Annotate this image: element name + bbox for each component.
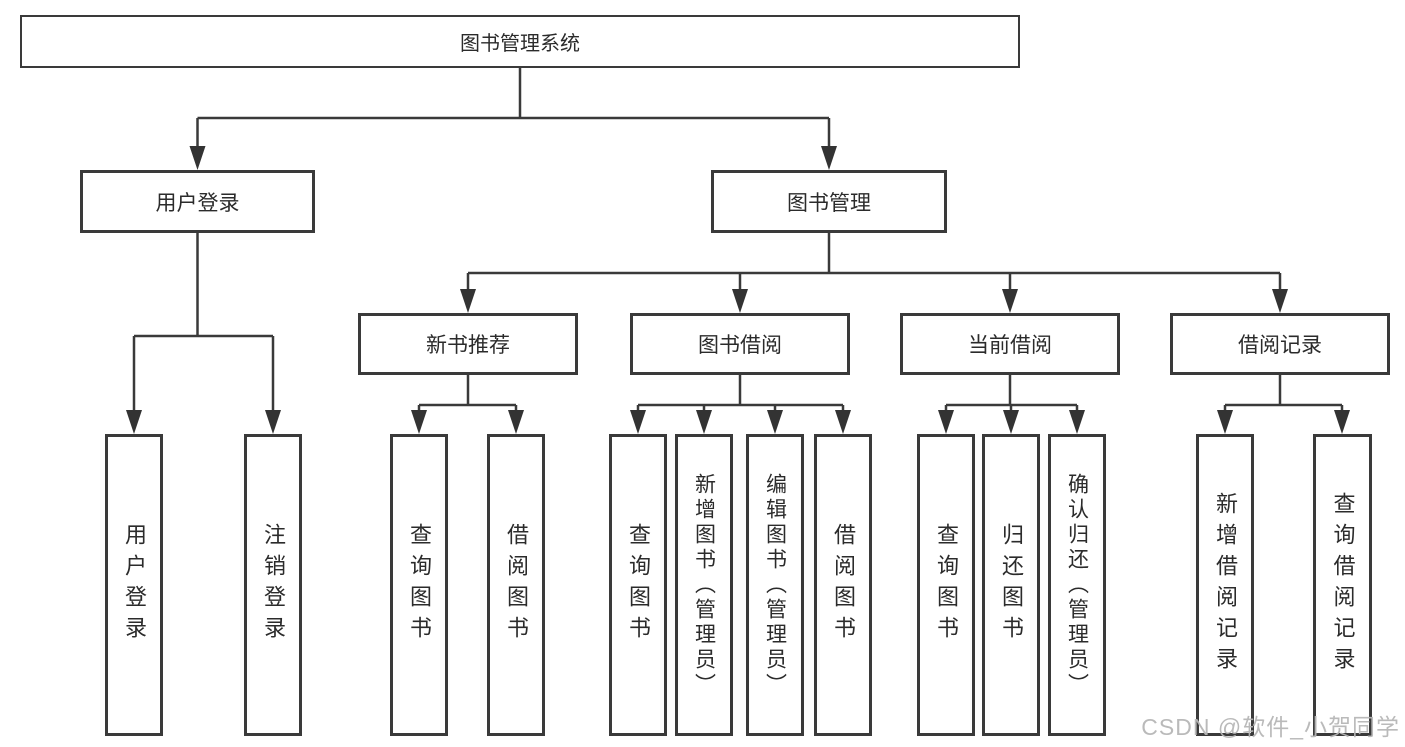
node-book-borrowing: 图书借阅 (630, 313, 850, 375)
leaf-borrowing-borrow-books-label: 借阅图书 (831, 523, 856, 647)
node-current-borrowing-label: 当前借阅 (968, 334, 1052, 357)
leaf-confirm-return-admin-label: 确认归还（管理员） (1065, 472, 1089, 698)
node-book-management: 图书管理 (711, 170, 947, 233)
node-book-borrowing-label: 图书借阅 (698, 334, 782, 357)
leaf-return-books: 归还图书 (982, 434, 1040, 736)
node-user-login-label: 用户登录 (155, 191, 240, 215)
node-borrowing-records-label: 借阅记录 (1238, 334, 1322, 357)
leaf-borrowing-borrow-books: 借阅图书 (814, 434, 872, 736)
node-user-login: 用户登录 (80, 170, 315, 233)
leaf-add-books-admin: 新增图书（管理员） (675, 434, 733, 736)
leaf-return-books-label: 归还图书 (999, 523, 1024, 647)
leaf-recommend-query-books: 查询图书 (390, 434, 448, 736)
leaf-borrowing-query-books: 查询图书 (609, 434, 667, 736)
leaf-query-borrow-record-label: 查询借阅记录 (1330, 492, 1356, 678)
leaf-add-books-admin-label: 新增图书（管理员） (692, 472, 716, 698)
leaf-edit-books-admin-label: 编辑图书（管理员） (763, 472, 787, 698)
leaf-user-login-label: 用户登录 (122, 523, 147, 647)
node-library-system: 图书管理系统 (20, 15, 1020, 68)
leaf-edit-books-admin: 编辑图书（管理员） (746, 434, 804, 736)
leaf-logout-label: 注销登录 (261, 523, 286, 647)
leaf-add-borrow-record: 新增借阅记录 (1196, 434, 1254, 736)
node-new-book-recommend: 新书推荐 (358, 313, 578, 375)
node-new-book-recommend-label: 新书推荐 (426, 334, 510, 357)
arrowheads (126, 146, 1350, 434)
node-book-management-label: 图书管理 (787, 191, 871, 215)
leaf-query-borrow-record: 查询借阅记录 (1313, 434, 1372, 736)
leaf-user-login: 用户登录 (105, 434, 163, 736)
leaf-current-query-books-label: 查询图书 (934, 523, 959, 647)
leaf-logout: 注销登录 (244, 434, 302, 736)
node-library-system-label: 图书管理系统 (460, 33, 580, 55)
leaf-confirm-return-admin: 确认归还（管理员） (1048, 434, 1106, 736)
leaf-recommend-query-books-label: 查询图书 (407, 523, 432, 647)
node-borrowing-records: 借阅记录 (1170, 313, 1390, 375)
leaf-borrowing-query-books-label: 查询图书 (626, 523, 651, 647)
leaf-recommend-borrow-books-label: 借阅图书 (504, 523, 529, 647)
leaf-add-borrow-record-label: 新增借阅记录 (1213, 492, 1238, 678)
leaf-recommend-borrow-books: 借阅图书 (487, 434, 545, 736)
leaf-current-query-books: 查询图书 (917, 434, 975, 736)
node-current-borrowing: 当前借阅 (900, 313, 1120, 375)
